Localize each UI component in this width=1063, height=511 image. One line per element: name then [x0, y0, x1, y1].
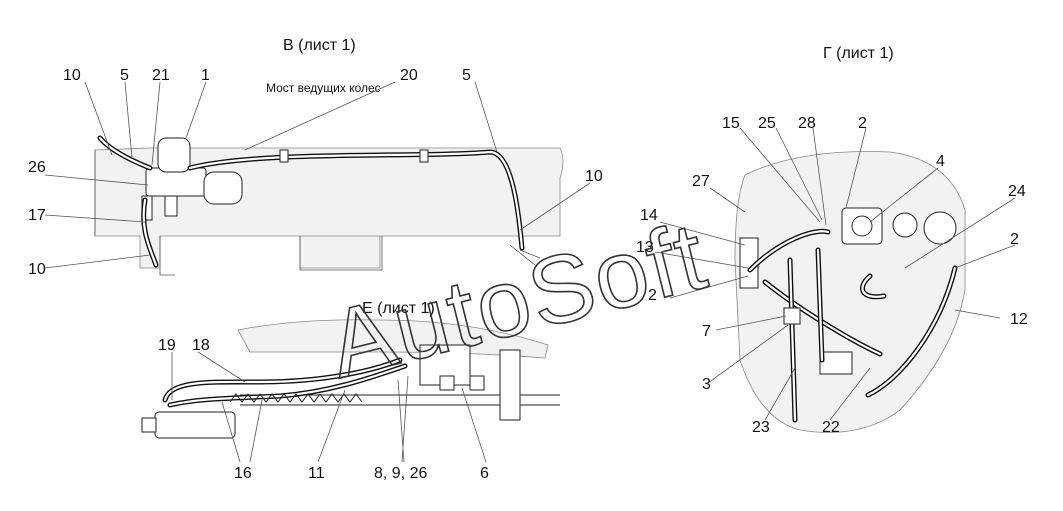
callout-b-5b: 5	[462, 67, 471, 84]
callout-g-2a: 2	[858, 115, 867, 132]
callout-e-19: 19	[158, 337, 176, 354]
view-b-title: В (лист 1)	[283, 37, 356, 54]
view-b-note: Мост ведущих колес	[266, 81, 381, 95]
callout-g-28: 28	[798, 115, 816, 132]
filter-canister	[203, 171, 243, 205]
callout-g-2b: 2	[1010, 231, 1019, 248]
callout-b-10a: 10	[63, 67, 81, 84]
callout-e-11: 11	[308, 465, 325, 482]
callout-b-26: 26	[28, 159, 46, 176]
callout-g-14: 14	[640, 207, 658, 224]
callout-b-5a: 5	[120, 67, 129, 84]
callout-b-1: 1	[201, 67, 210, 84]
callout-g-27: 27	[692, 173, 710, 190]
callout-b-10b: 10	[585, 168, 603, 185]
callout-g-15: 15	[722, 115, 740, 132]
callout-b-17: 17	[28, 207, 46, 224]
view-e: Е (лист 1)	[141, 300, 560, 463]
callout-g-7: 7	[702, 323, 711, 340]
callout-g-13: 13	[636, 239, 654, 256]
callout-b-21: 21	[152, 67, 170, 84]
callout-g-25: 25	[758, 115, 776, 132]
callout-g-2c: 2	[648, 287, 657, 304]
callout-e-18: 18	[192, 337, 210, 354]
callout-g-23: 23	[752, 419, 770, 436]
view-e-title: Е (лист 1)	[362, 300, 435, 317]
callout-g-24: 24	[1008, 183, 1026, 200]
cylinder-e	[154, 411, 236, 439]
callout-b-10c: 10	[28, 261, 46, 278]
view-g: Г (лист 1)	[654, 45, 1016, 433]
callout-e-8-9-26: 8, 9, 26	[374, 465, 427, 482]
callout-g-22: 22	[822, 419, 840, 436]
hydraulic-cylinder	[157, 137, 191, 173]
callout-e-16: 16	[234, 465, 252, 482]
callout-b-20: 20	[400, 67, 418, 84]
callout-e-6: 6	[480, 465, 489, 482]
callout-g-4: 4	[936, 153, 945, 170]
callout-g-3: 3	[702, 376, 711, 393]
view-b: В (лист 1) Мост ведущих колес	[44, 37, 591, 276]
callout-g-12: 12	[1010, 311, 1028, 328]
view-g-title: Г (лист 1)	[823, 45, 894, 62]
